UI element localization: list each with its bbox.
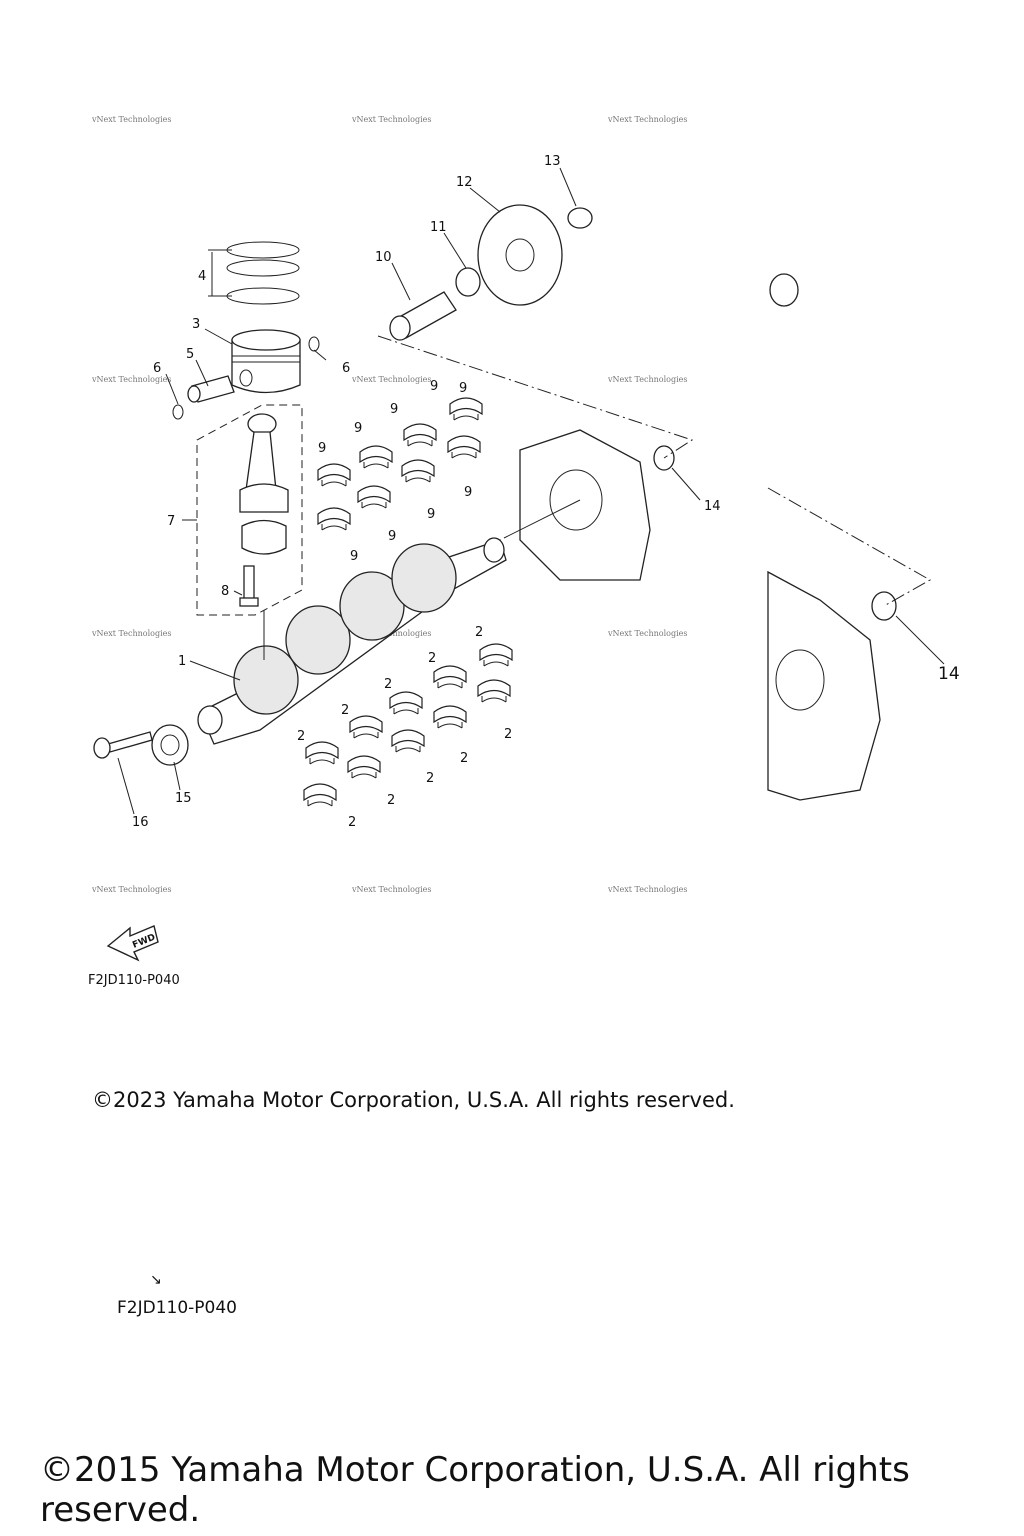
conrod-bearings	[317, 397, 483, 531]
output-shaft	[389, 291, 457, 341]
crankcase-cover-partial	[767, 570, 881, 801]
callout-2: 2	[384, 677, 392, 692]
crankshaft	[197, 537, 507, 745]
callout-2: 2	[387, 793, 395, 808]
watermark: vNext Technologies	[91, 375, 171, 384]
watermark: vNext Technologies	[607, 885, 687, 894]
watermark: vNext Technologies	[351, 375, 431, 384]
callout-14: 14	[704, 499, 721, 514]
oil-seal	[455, 267, 481, 297]
legacy-copyright-notice: ©2015 Yamaha Motor Corporation, U.S.A. A…	[40, 1450, 910, 1530]
plug-partial	[769, 273, 799, 307]
piston-pin	[187, 375, 235, 403]
copyright-notice: ©2023 Yamaha Motor Corporation, U.S.A. A…	[92, 1088, 735, 1112]
callout-2: 2	[297, 729, 305, 744]
callout-2: 2	[504, 727, 512, 742]
callout-9: 9	[354, 421, 362, 436]
callout-6: 6	[342, 361, 350, 376]
fwd-arrow-icon: FWD	[106, 925, 159, 962]
watermark: vNext Technologies	[91, 885, 171, 894]
callout-15: 15	[175, 791, 192, 806]
callout-9: 9	[350, 549, 358, 564]
callout-2: 2	[475, 625, 483, 640]
conrod-group-box	[196, 404, 303, 616]
stray-mark: ↘	[150, 1272, 162, 1288]
circlip-right	[308, 336, 320, 352]
needle-bearing	[151, 724, 189, 766]
watermark: vNext Technologies	[351, 115, 431, 124]
callout-1: 1	[178, 654, 186, 669]
callout-6: 6	[153, 361, 161, 376]
circlip-left	[172, 404, 184, 420]
callout-2: 2	[348, 815, 356, 830]
callout-2: 2	[341, 703, 349, 718]
callout-9: 9	[427, 507, 435, 522]
legacy-drawing-code: F2JD110-P040	[117, 1298, 237, 1318]
pump-flange	[477, 204, 563, 306]
crank-bolt	[93, 731, 153, 759]
drawing-code: F2JD110-P040	[88, 973, 180, 988]
callout-13: 13	[544, 154, 561, 169]
callout-9: 9	[464, 485, 472, 500]
callout-7: 7	[167, 514, 175, 529]
callout-10: 10	[375, 250, 392, 265]
callout-4: 4	[198, 269, 206, 284]
callout-5: 5	[186, 347, 194, 362]
callout-9: 9	[430, 379, 438, 394]
callout-12: 12	[456, 175, 473, 190]
callout-9: 9	[318, 441, 326, 456]
plug	[567, 207, 593, 229]
watermark: vNext Technologies	[607, 115, 687, 124]
callout-9: 9	[459, 381, 467, 396]
watermark: vNext Technologies	[91, 629, 171, 638]
callout-numbers: 4 3 5 6 6 7 8 1 15 16 10 11 12 13 14 14 …	[132, 154, 960, 830]
callout-2: 2	[426, 771, 434, 786]
watermark: vNext Technologies	[351, 885, 431, 894]
drain-plug-large	[871, 591, 897, 621]
callout-2: 2	[428, 651, 436, 666]
callout-14: 14	[938, 664, 960, 684]
callout-3: 3	[192, 317, 200, 332]
connecting-rod	[239, 413, 289, 555]
piston	[231, 329, 301, 394]
conrod-bolt	[239, 565, 259, 607]
callout-16: 16	[132, 815, 149, 830]
watermark: vNext Technologies	[607, 375, 687, 384]
watermark: vNext Technologies	[607, 629, 687, 638]
callout-9: 9	[390, 402, 398, 417]
callout-8: 8	[221, 584, 229, 599]
watermark: vNext Technologies	[91, 115, 171, 124]
piston-rings	[226, 241, 300, 305]
callout-11: 11	[430, 220, 447, 235]
callout-9: 9	[388, 529, 396, 544]
callout-2: 2	[460, 751, 468, 766]
leader-lines	[117, 167, 945, 815]
crankcase-cover	[519, 429, 651, 581]
